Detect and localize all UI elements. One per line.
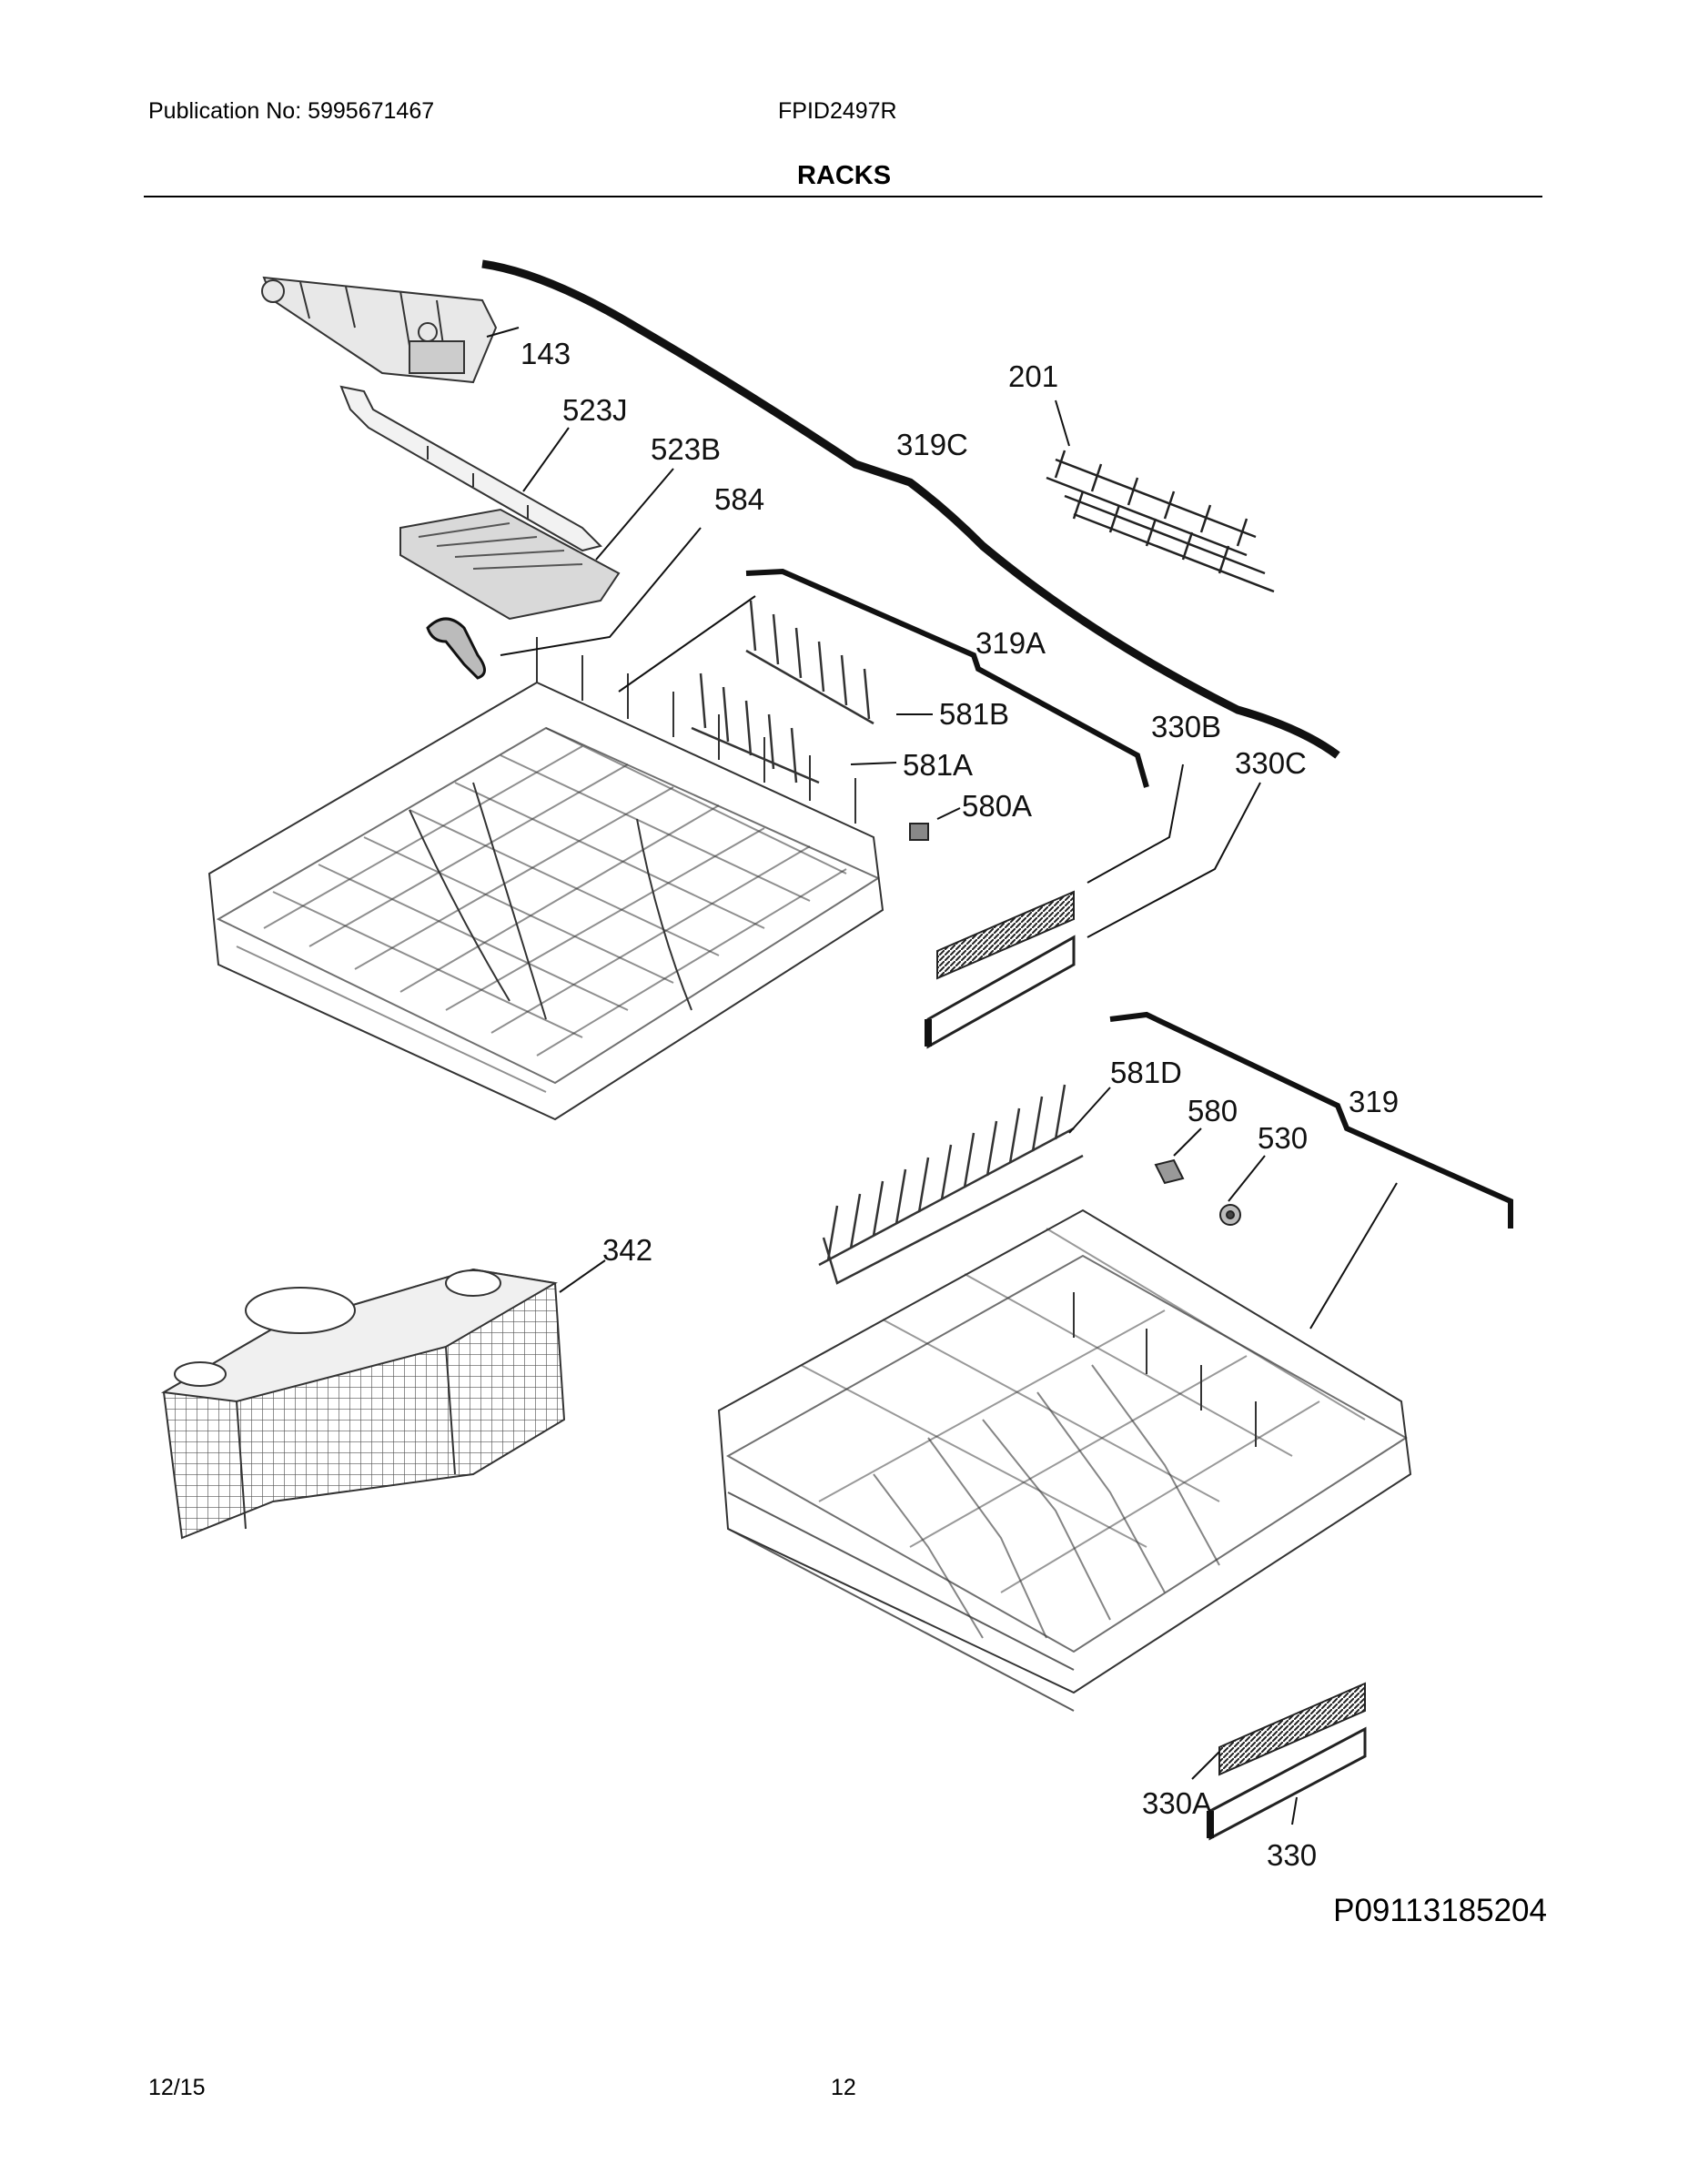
callout-330b: 330B bbox=[1151, 710, 1221, 743]
stop-clip-580a bbox=[909, 823, 929, 841]
tine-rows-upper bbox=[691, 600, 874, 784]
track-strip-319c bbox=[481, 259, 1340, 759]
figure-id: P09113185204 bbox=[1333, 1893, 1547, 1928]
callout-143: 143 bbox=[521, 337, 571, 370]
callout-523j: 523J bbox=[562, 393, 628, 427]
callout-319c: 319C bbox=[896, 428, 968, 461]
callout-584: 584 bbox=[714, 482, 764, 516]
page-number: 12 bbox=[831, 2075, 856, 2100]
lower-rack bbox=[717, 1208, 1412, 1712]
callout-330a: 330A bbox=[1142, 1786, 1212, 1820]
rack-strips-upper bbox=[925, 890, 1076, 1049]
callout-523b: 523B bbox=[651, 432, 721, 466]
callout-330: 330 bbox=[1267, 1838, 1317, 1872]
callout-330c: 330C bbox=[1235, 746, 1307, 780]
rail-cover-part bbox=[399, 508, 621, 621]
silverware-basket bbox=[160, 1268, 566, 1540]
model-number: FPID2497R bbox=[778, 98, 897, 124]
header-rule bbox=[144, 196, 1542, 197]
section-title: RACKS bbox=[796, 161, 892, 190]
callout-530: 530 bbox=[1258, 1121, 1308, 1155]
rack-rail-part bbox=[339, 385, 602, 552]
rack-strips-lower bbox=[1207, 1682, 1367, 1841]
callout-581d: 581D bbox=[1110, 1056, 1182, 1089]
leader-lines bbox=[486, 327, 1398, 1825]
callout-342: 342 bbox=[602, 1233, 652, 1267]
track-strip-319a bbox=[745, 568, 1149, 788]
tine-clips-part bbox=[1046, 450, 1275, 593]
callout-201: 201 bbox=[1008, 359, 1058, 393]
tine-row-lower bbox=[818, 1084, 1084, 1285]
small-parts-580-530 bbox=[1154, 1158, 1241, 1226]
upper-rack bbox=[207, 637, 884, 1121]
callout-580a: 580A bbox=[962, 789, 1032, 823]
callout-581b: 581B bbox=[939, 697, 1009, 731]
rack-adjuster-part bbox=[261, 276, 498, 384]
callout-319a: 319A bbox=[975, 626, 1046, 660]
callout-319: 319 bbox=[1349, 1085, 1399, 1118]
publication-number: Publication No: 5995671467 bbox=[148, 98, 435, 124]
track-strip-319 bbox=[1109, 1011, 1513, 1228]
clip-part bbox=[426, 617, 486, 680]
callout-580: 580 bbox=[1188, 1094, 1238, 1127]
callout-581a: 581A bbox=[903, 748, 973, 782]
footer-date: 12/15 bbox=[148, 2075, 206, 2100]
